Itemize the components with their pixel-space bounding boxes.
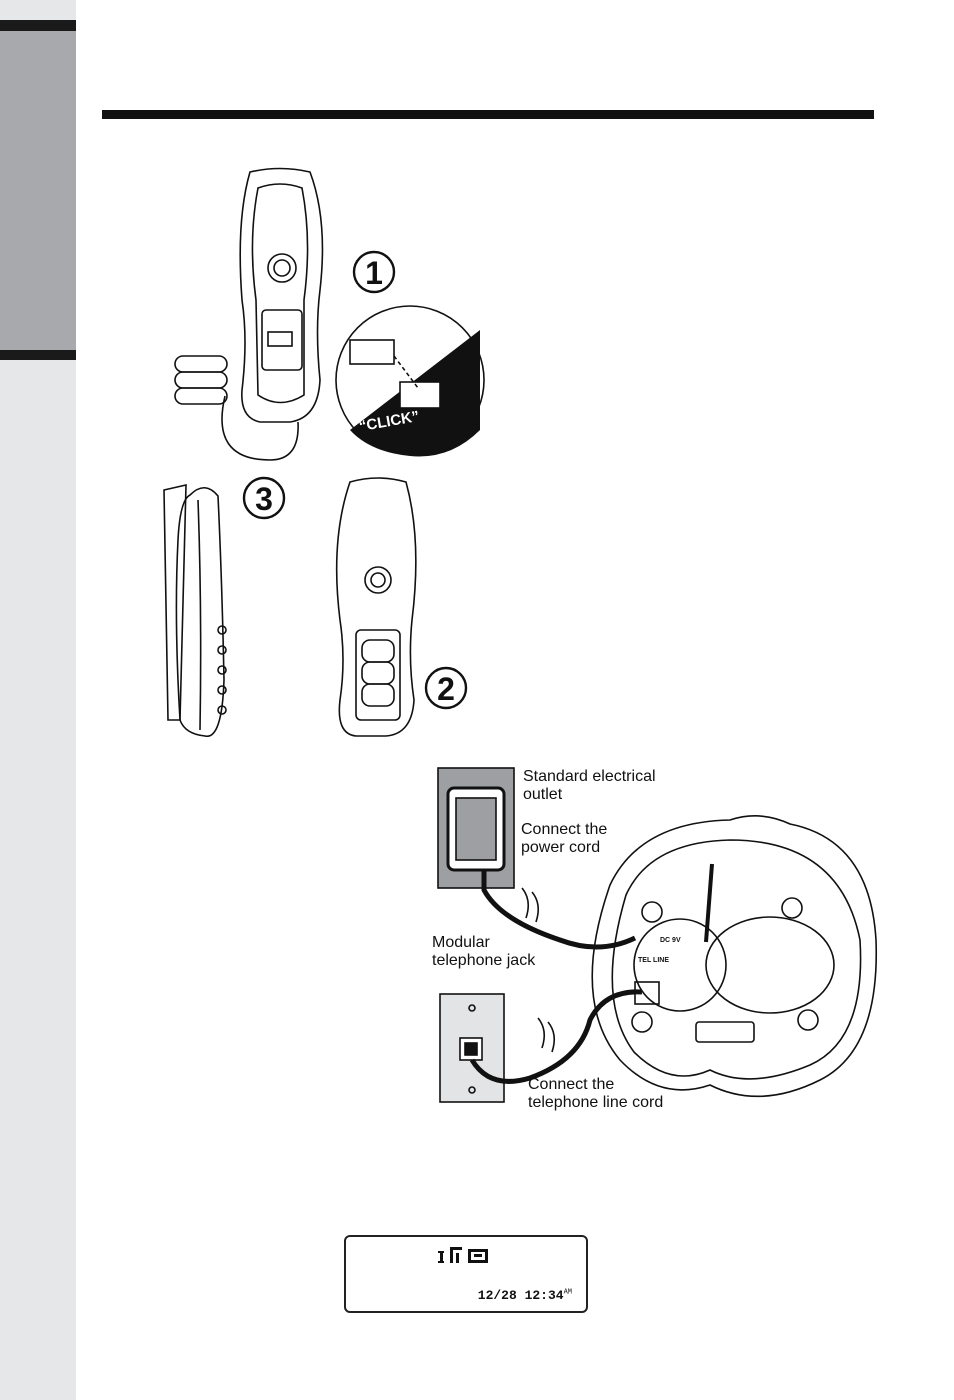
battery-pack-icon bbox=[174, 355, 228, 405]
step-3-badge bbox=[242, 476, 286, 520]
section-tab-bottom-bar bbox=[0, 350, 76, 360]
tel-line-jack-label: TEL LINE bbox=[638, 957, 669, 964]
outlet-label: Standard electrical outlet bbox=[523, 768, 656, 803]
power-cord-label: Connect the power cord bbox=[521, 821, 608, 856]
dc-jack-label: DC 9V bbox=[660, 937, 681, 944]
handset-back-open bbox=[239, 167, 324, 423]
step-1-badge bbox=[352, 250, 396, 294]
base-unit bbox=[591, 815, 878, 1098]
handset-side bbox=[175, 486, 225, 737]
header-rule bbox=[102, 110, 874, 119]
base-connection-illustration: DC 9V TEL LINE bbox=[437, 767, 878, 1103]
lcd-date-time: 12/28 12:34 bbox=[477, 1288, 564, 1303]
step-2-number: 2 bbox=[437, 671, 455, 707]
section-tab-top-bar bbox=[0, 20, 76, 31]
line-cord-label: Connect the telephone line cord bbox=[528, 1076, 664, 1111]
step-2-badge bbox=[424, 666, 468, 710]
battery-install-illustration: 1 2 3 “CLICK” bbox=[163, 167, 485, 737]
step-3-number: 3 bbox=[255, 481, 273, 517]
handset-back-closed bbox=[335, 477, 417, 737]
lcd-display: 12/28 12:34AM bbox=[344, 1235, 588, 1313]
jack-label: Modular telephone jack bbox=[432, 934, 536, 969]
section-tab bbox=[0, 20, 76, 360]
step-1-number: 1 bbox=[365, 255, 383, 291]
lcd-ampm: AM bbox=[563, 1288, 572, 1297]
handset-indicator-icon bbox=[438, 1247, 488, 1263]
